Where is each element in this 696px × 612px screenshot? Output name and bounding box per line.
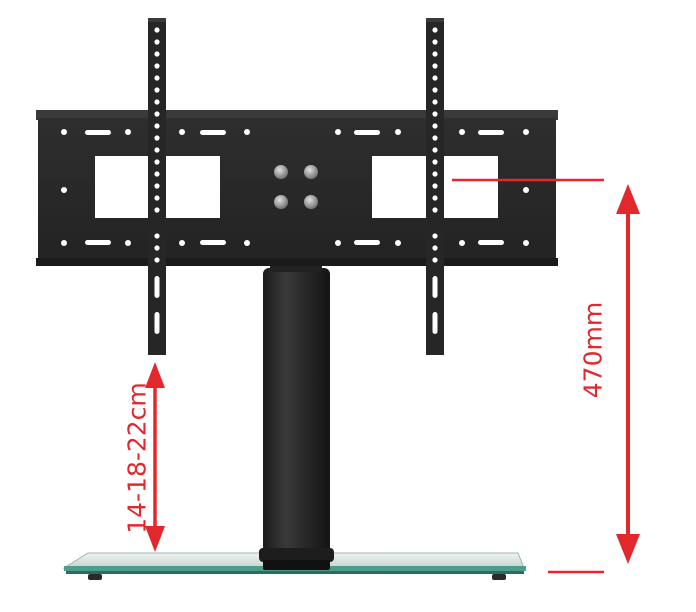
left-vesa-arm [148, 18, 166, 355]
right-vesa-arm [426, 18, 444, 355]
mounting-plate [36, 110, 558, 266]
height-adjustment-label: 14-18-22cm [122, 382, 152, 534]
bolt-icons [274, 165, 318, 209]
stand-column [259, 262, 334, 570]
total-height-label: 470mm [578, 301, 608, 399]
height-dimension [452, 178, 640, 574]
adjustment-dimension [145, 362, 165, 552]
